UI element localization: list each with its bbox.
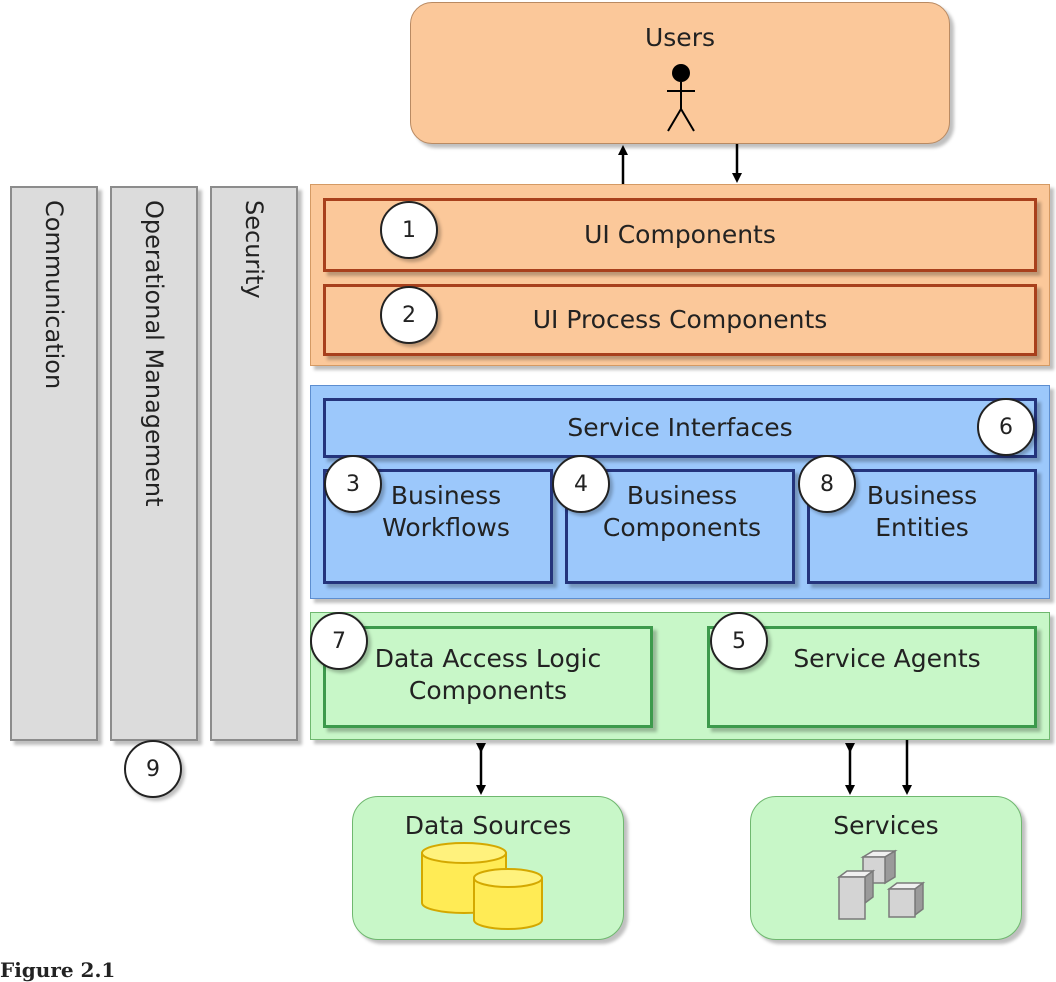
number-badge-4: 4 [552, 455, 610, 513]
number-badge-5: 5 [710, 612, 768, 670]
communication-bar: Communication [10, 186, 98, 741]
number-badge-2: 2 [380, 286, 438, 344]
number-badge-9: 9 [124, 740, 182, 798]
user-stick-figure-icon [667, 64, 695, 132]
services-label: Services [833, 811, 939, 840]
service-interfaces-box: Service Interfaces [323, 398, 1037, 458]
business-workflows-label: Business Workflows [382, 481, 510, 542]
data-sources-box: Data Sources [352, 796, 624, 940]
security-label: Security [240, 200, 268, 299]
data-sources-label: Data Sources [404, 811, 572, 840]
business-entities-label: Business Entities [866, 481, 978, 542]
security-bar: Security [210, 186, 298, 741]
data-access-logic-label: Data Access Logic Components [374, 644, 602, 705]
database-cylinders-icon [421, 842, 543, 930]
users-box: Users [410, 2, 950, 144]
services-box: Services [750, 796, 1022, 940]
service-interfaces-label: Service Interfaces [567, 413, 793, 442]
operational-management-bar: Operational Management [110, 186, 198, 741]
ui-process-components-label: UI Process Components [532, 305, 828, 334]
ui-process-components-box: UI Process Components [323, 284, 1037, 356]
communication-label: Communication [40, 200, 68, 390]
service-agents-box: Service Agents [707, 626, 1037, 728]
business-components-label: Business Components [602, 481, 762, 542]
number-badge-1: 1 [380, 201, 438, 259]
number-badge-6: 6 [977, 398, 1035, 456]
figure-caption: Figure 2.1 [0, 958, 116, 982]
operational-management-label: Operational Management [140, 200, 168, 507]
users-label: Users [644, 23, 715, 52]
number-badge-7: 7 [310, 612, 368, 670]
ui-components-label: UI Components [584, 220, 776, 249]
data-access-logic-box: Data Access Logic Components [323, 626, 653, 728]
service-agents-label: Service Agents [793, 644, 981, 673]
number-badge-3: 3 [324, 455, 382, 513]
ui-components-box: UI Components [323, 198, 1037, 272]
number-badge-8: 8 [798, 455, 856, 513]
service-cubes-icon [836, 849, 926, 920]
